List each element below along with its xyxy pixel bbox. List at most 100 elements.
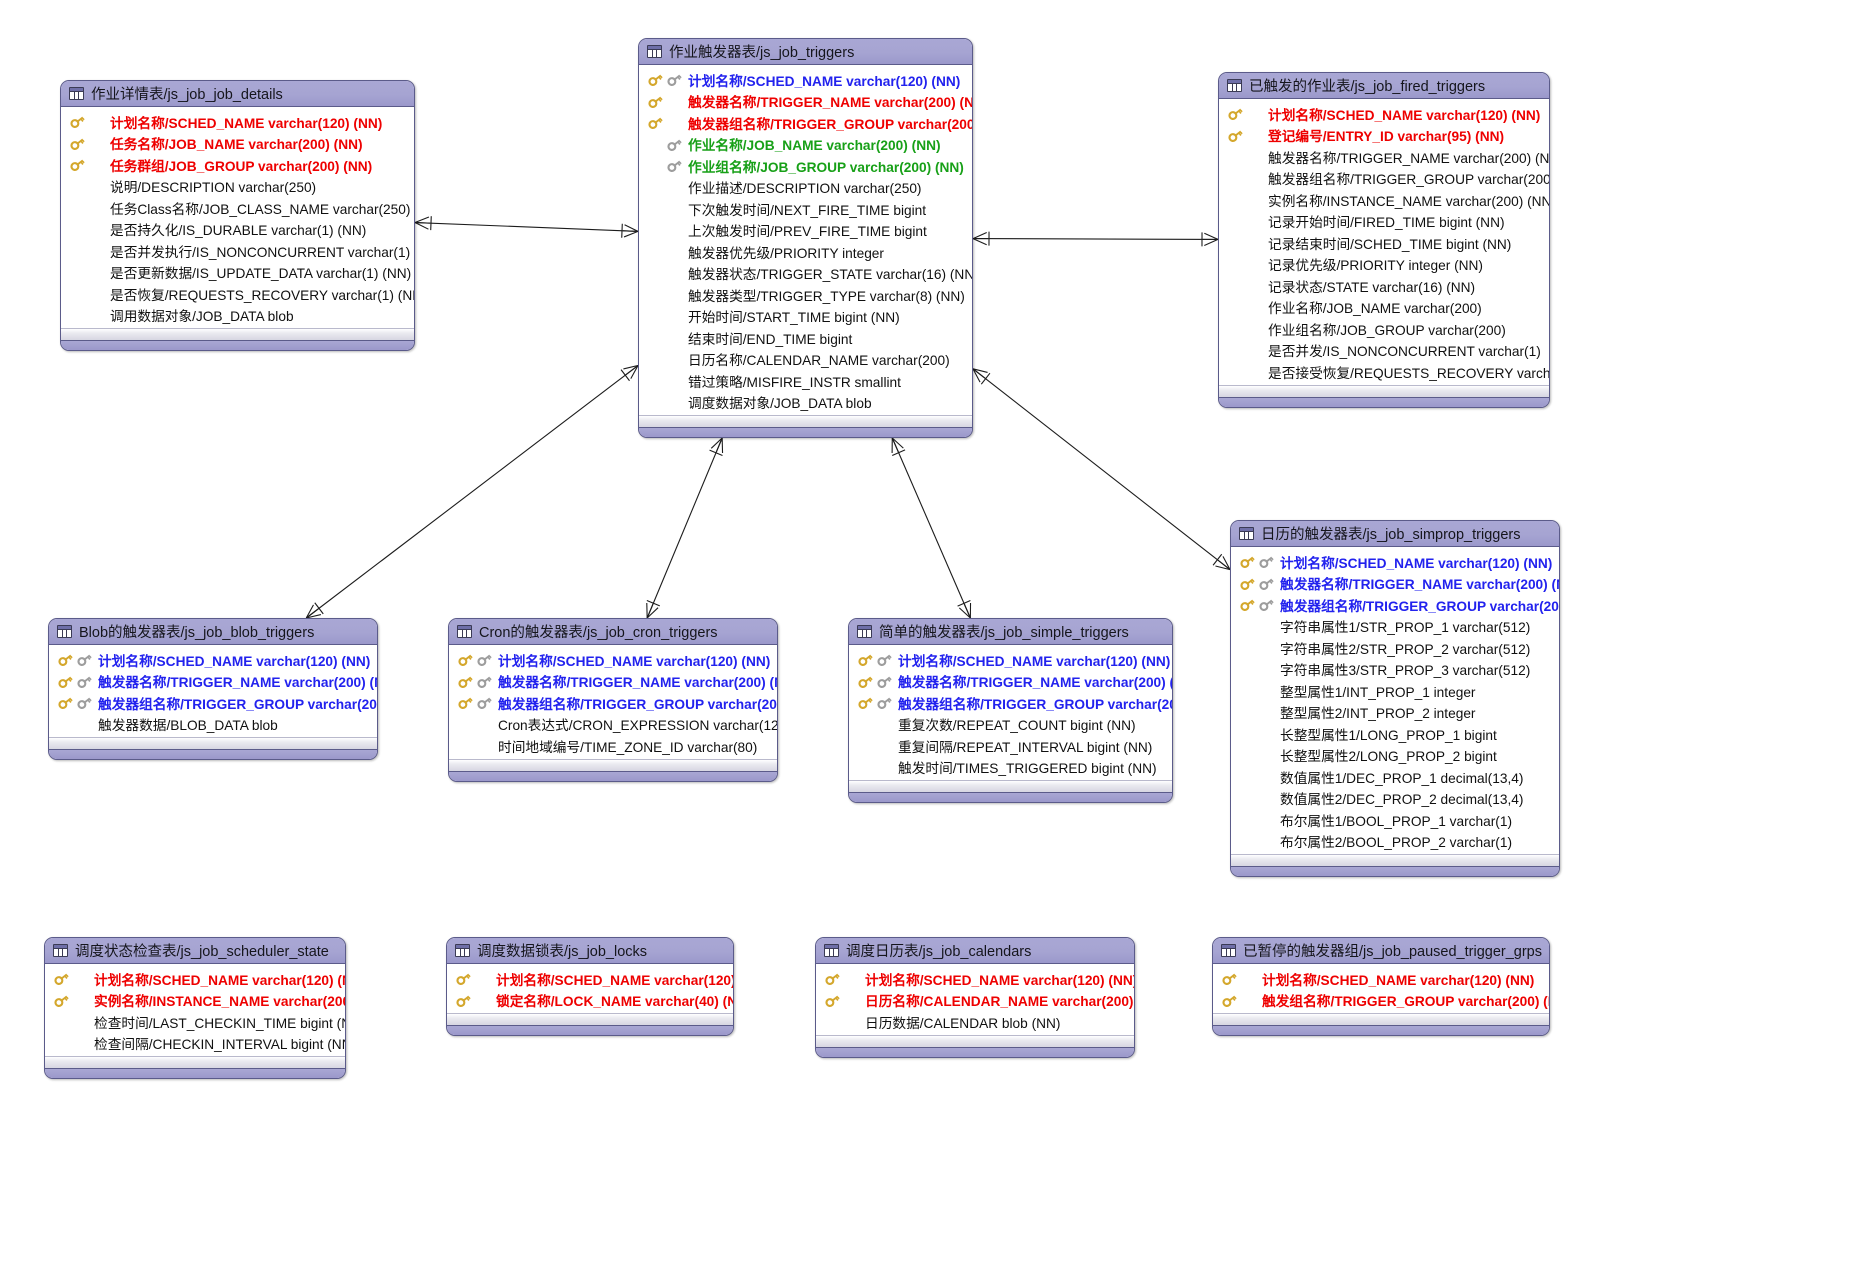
entity-blob_triggers[interactable]: Blob的触发器表/js_job_blob_triggers 计划名称/SCHED… (48, 618, 378, 760)
field-row[interactable]: 触发器组名称/TRIGGER_GROUP varchar(200) (NN) (639, 112, 972, 134)
field-row[interactable]: 调度数据对象/JOB_DATA blob (639, 392, 972, 414)
field-row[interactable]: 整型属性1/INT_PROP_1 integer (1231, 680, 1559, 702)
field-row[interactable]: 触发器组名称/TRIGGER_GROUP varchar(200) (NN) (49, 692, 377, 714)
field-row[interactable]: 时间地域编号/TIME_ZONE_ID varchar(80) (449, 735, 777, 757)
field-row[interactable]: 数值属性1/DEC_PROP_1 decimal(13,4) (1231, 766, 1559, 788)
field-row[interactable]: 长整型属性2/LONG_PROP_2 bigint (1231, 745, 1559, 767)
field-row[interactable]: 日历名称/CALENDAR_NAME varchar(200) (639, 349, 972, 371)
entity-calendars[interactable]: 调度日历表/js_job_calendars 计划名称/SCHED_NAME va… (815, 937, 1135, 1058)
field-row[interactable]: 触发器组名称/TRIGGER_GROUP varchar(200) (NN) (449, 692, 777, 714)
field-row[interactable]: 作业组名称/JOB_GROUP varchar(200) (NN) (639, 155, 972, 177)
field-row[interactable]: 作业名称/JOB_NAME varchar(200) (1219, 297, 1549, 319)
field-row[interactable]: 数值属性2/DEC_PROP_2 decimal(13,4) (1231, 788, 1559, 810)
field-row[interactable]: 触发器组名称/TRIGGER_GROUP varchar(200) (NN) (1219, 168, 1549, 190)
field-row[interactable]: 计划名称/SCHED_NAME varchar(120) (NN) (1213, 968, 1549, 990)
field-row[interactable]: 记录开始时间/FIRED_TIME bigint (NN) (1219, 211, 1549, 233)
field-row[interactable]: 计划名称/SCHED_NAME varchar(120) (NN) (61, 111, 414, 133)
entity-header-triggers[interactable]: 作业触发器表/js_job_triggers (639, 39, 972, 65)
field-row[interactable]: 触发器优先级/PRIORITY integer (639, 241, 972, 263)
field-row[interactable]: 触发组名称/TRIGGER_GROUP varchar(200) (NN) (1213, 990, 1549, 1012)
field-row[interactable]: 触发时间/TIMES_TRIGGERED bigint (NN) (849, 757, 1172, 779)
field-row[interactable]: Cron表达式/CRON_EXPRESSION varchar(120) (NN… (449, 714, 777, 736)
field-row[interactable]: 记录优先级/PRIORITY integer (NN) (1219, 254, 1549, 276)
field-row[interactable]: 实例名称/INSTANCE_NAME varchar(200) (NN) (45, 990, 345, 1012)
field-row[interactable]: 触发器组名称/TRIGGER_GROUP varchar(200) (NN) (849, 692, 1172, 714)
field-row[interactable]: 下次触发时间/NEXT_FIRE_TIME bigint (639, 198, 972, 220)
field-row[interactable]: 是否持久化/IS_DURABLE varchar(1) (NN) (61, 219, 414, 241)
field-row[interactable]: 检查间隔/CHECKIN_INTERVAL bigint (NN) (45, 1033, 345, 1055)
entity-job_details[interactable]: 作业详情表/js_job_job_details 计划名称/SCHED_NAME … (60, 80, 415, 351)
field-row[interactable]: 计划名称/SCHED_NAME varchar(120) (NN) (449, 649, 777, 671)
field-row[interactable]: 任务名称/JOB_NAME varchar(200) (NN) (61, 133, 414, 155)
field-row[interactable]: 记录状态/STATE varchar(16) (NN) (1219, 275, 1549, 297)
field-row[interactable]: 登记编号/ENTRY_ID varchar(95) (NN) (1219, 125, 1549, 147)
field-row[interactable]: 触发器类型/TRIGGER_TYPE varchar(8) (NN) (639, 284, 972, 306)
field-row[interactable]: 实例名称/INSTANCE_NAME varchar(200) (NN) (1219, 189, 1549, 211)
field-row[interactable]: 计划名称/SCHED_NAME varchar(120) (NN) (849, 649, 1172, 671)
field-row[interactable]: 重复间隔/REPEAT_INTERVAL bigint (NN) (849, 735, 1172, 757)
field-row[interactable]: 任务Class名称/JOB_CLASS_NAME varchar(250) (N… (61, 197, 414, 219)
field-row[interactable]: 布尔属性1/BOOL_PROP_1 varchar(1) (1231, 809, 1559, 831)
field-row[interactable]: 错过策略/MISFIRE_INSTR smallint (639, 370, 972, 392)
field-row[interactable]: 字符串属性3/STR_PROP_3 varchar(512) (1231, 659, 1559, 681)
field-row[interactable]: 计划名称/SCHED_NAME varchar(120) (NN) (45, 968, 345, 990)
field-row[interactable]: 计划名称/SCHED_NAME varchar(120) (NN) (1231, 551, 1559, 573)
field-row[interactable]: 计划名称/SCHED_NAME varchar(120) (NN) (49, 649, 377, 671)
field-row[interactable]: 触发器数据/BLOB_DATA blob (49, 714, 377, 736)
field-row[interactable]: 作业描述/DESCRIPTION varchar(250) (639, 177, 972, 199)
entity-header-simprop_triggers[interactable]: 日历的触发器表/js_job_simprop_triggers (1231, 521, 1559, 547)
field-row[interactable]: 是否并发/IS_NONCONCURRENT varchar(1) (1219, 340, 1549, 362)
field-row[interactable]: 是否更新数据/IS_UPDATE_DATA varchar(1) (NN) (61, 262, 414, 284)
field-row[interactable]: 计划名称/SCHED_NAME varchar(120) (NN) (447, 968, 733, 990)
entity-locks[interactable]: 调度数据锁表/js_job_locks 计划名称/SCHED_NAME varch… (446, 937, 734, 1036)
field-row[interactable]: 调用数据对象/JOB_DATA blob (61, 305, 414, 327)
field-row[interactable]: 字符串属性2/STR_PROP_2 varchar(512) (1231, 637, 1559, 659)
field-row[interactable]: 开始时间/START_TIME bigint (NN) (639, 306, 972, 328)
entity-fired_triggers[interactable]: 已触发的作业表/js_job_fired_triggers 计划名称/SCHED_… (1218, 72, 1550, 408)
entity-header-scheduler_state[interactable]: 调度状态检查表/js_job_scheduler_state (45, 938, 345, 964)
entity-header-locks[interactable]: 调度数据锁表/js_job_locks (447, 938, 733, 964)
entity-triggers[interactable]: 作业触发器表/js_job_triggers 计划名称/SCHED_NAME va… (638, 38, 973, 438)
field-row[interactable]: 任务群组/JOB_GROUP varchar(200) (NN) (61, 154, 414, 176)
field-row[interactable]: 触发器名称/TRIGGER_NAME varchar(200) (NN) (1231, 573, 1559, 595)
field-row[interactable]: 作业名称/JOB_NAME varchar(200) (NN) (639, 134, 972, 156)
field-row[interactable]: 长整型属性1/LONG_PROP_1 bigint (1231, 723, 1559, 745)
field-row[interactable]: 整型属性2/INT_PROP_2 integer (1231, 702, 1559, 724)
field-row[interactable]: 是否并发执行/IS_NONCONCURRENT varchar(1) (NN) (61, 240, 414, 262)
entity-header-blob_triggers[interactable]: Blob的触发器表/js_job_blob_triggers (49, 619, 377, 645)
field-row[interactable]: 计划名称/SCHED_NAME varchar(120) (NN) (1219, 103, 1549, 125)
entity-paused_trigger_grps[interactable]: 已暂停的触发器组/js_job_paused_trigger_grps 计划名称/… (1212, 937, 1550, 1036)
field-row[interactable]: 作业组名称/JOB_GROUP varchar(200) (1219, 318, 1549, 340)
field-row[interactable]: 记录结束时间/SCHED_TIME bigint (NN) (1219, 232, 1549, 254)
field-row[interactable]: 字符串属性1/STR_PROP_1 varchar(512) (1231, 616, 1559, 638)
field-row[interactable]: 触发器状态/TRIGGER_STATE varchar(16) (NN) (639, 263, 972, 285)
field-row[interactable]: 重复次数/REPEAT_COUNT bigint (NN) (849, 714, 1172, 736)
entity-cron_triggers[interactable]: Cron的触发器表/js_job_cron_triggers 计划名称/SCHED… (448, 618, 778, 782)
field-row[interactable]: 检查时间/LAST_CHECKIN_TIME bigint (NN) (45, 1011, 345, 1033)
field-row[interactable]: 上次触发时间/PREV_FIRE_TIME bigint (639, 220, 972, 242)
entity-header-cron_triggers[interactable]: Cron的触发器表/js_job_cron_triggers (449, 619, 777, 645)
entity-header-simple_triggers[interactable]: 简单的触发器表/js_job_simple_triggers (849, 619, 1172, 645)
field-row[interactable]: 计划名称/SCHED_NAME varchar(120) (NN) (639, 69, 972, 91)
field-row[interactable]: 触发器名称/TRIGGER_NAME varchar(200) (NN) (1219, 146, 1549, 168)
entity-header-job_details[interactable]: 作业详情表/js_job_job_details (61, 81, 414, 107)
field-row[interactable]: 说明/DESCRIPTION varchar(250) (61, 176, 414, 198)
entity-simprop_triggers[interactable]: 日历的触发器表/js_job_simprop_triggers 计划名称/SCHE… (1230, 520, 1560, 877)
entity-header-fired_triggers[interactable]: 已触发的作业表/js_job_fired_triggers (1219, 73, 1549, 99)
entity-header-calendars[interactable]: 调度日历表/js_job_calendars (816, 938, 1134, 964)
entity-scheduler_state[interactable]: 调度状态检查表/js_job_scheduler_state 计划名称/SCHED… (44, 937, 346, 1079)
field-row[interactable]: 是否接受恢复/REQUESTS_RECOVERY varchar(1) (1219, 361, 1549, 383)
field-row[interactable]: 触发器名称/TRIGGER_NAME varchar(200) (NN) (849, 671, 1172, 693)
field-row[interactable]: 日历名称/CALENDAR_NAME varchar(200) (NN) (816, 990, 1134, 1012)
field-row[interactable]: 锁定名称/LOCK_NAME varchar(40) (NN) (447, 990, 733, 1012)
field-row[interactable]: 计划名称/SCHED_NAME varchar(120) (NN) (816, 968, 1134, 990)
field-row[interactable]: 日历数据/CALENDAR blob (NN) (816, 1011, 1134, 1033)
field-row[interactable]: 结束时间/END_TIME bigint (639, 327, 972, 349)
field-row[interactable]: 布尔属性2/BOOL_PROP_2 varchar(1) (1231, 831, 1559, 853)
entity-header-paused_trigger_grps[interactable]: 已暂停的触发器组/js_job_paused_trigger_grps (1213, 938, 1549, 964)
field-row[interactable]: 触发器组名称/TRIGGER_GROUP varchar(200) (NN) (1231, 594, 1559, 616)
entity-simple_triggers[interactable]: 简单的触发器表/js_job_simple_triggers 计划名称/SCHED… (848, 618, 1173, 803)
field-row[interactable]: 是否恢复/REQUESTS_RECOVERY varchar(1) (NN) (61, 283, 414, 305)
field-row[interactable]: 触发器名称/TRIGGER_NAME varchar(200) (NN) (449, 671, 777, 693)
field-row[interactable]: 触发器名称/TRIGGER_NAME varchar(200) (NN) (49, 671, 377, 693)
